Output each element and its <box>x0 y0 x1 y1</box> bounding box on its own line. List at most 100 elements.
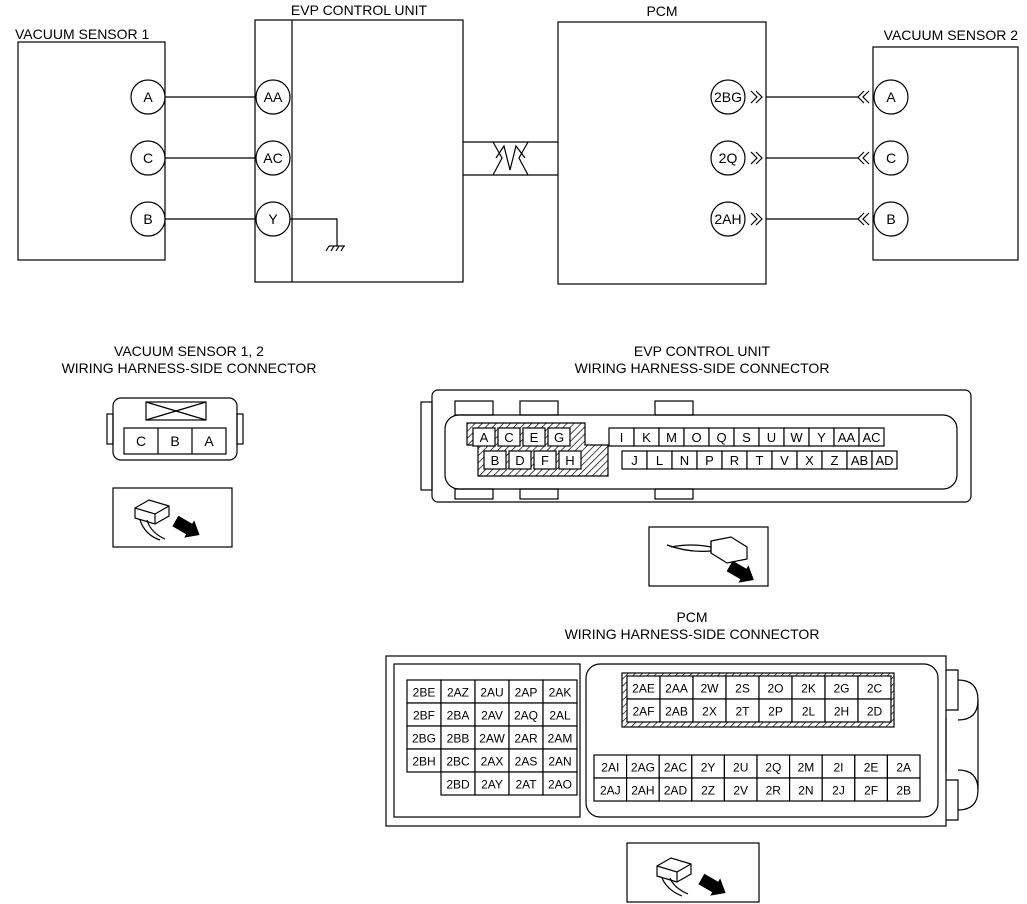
pin-label: 2D <box>867 705 883 719</box>
pin-label: AD <box>875 453 893 468</box>
evp-control-unit-title: EVP CONTROL UNIT <box>291 2 428 18</box>
pin-cell <box>858 427 885 447</box>
pin-label: 2AX <box>481 755 504 769</box>
pin-label: 2AC <box>664 761 688 775</box>
pin-label: 2BF <box>413 709 435 723</box>
pin-label: L <box>656 453 663 468</box>
pin-label: 2F <box>864 784 878 798</box>
vs-pin-c: C <box>136 433 146 449</box>
pin-label: 2N <box>798 784 813 798</box>
pin-label: 2AI <box>601 761 619 775</box>
pin-label: P <box>705 453 714 468</box>
vacuum-sensor-2-box <box>872 46 1019 261</box>
pin-label: AA <box>838 430 856 445</box>
pin-cell <box>497 427 521 447</box>
pin-label: 2AT <box>515 778 537 792</box>
pin-label: 2J <box>832 784 845 798</box>
pin-label: N <box>680 453 689 468</box>
pin-cell <box>522 427 546 447</box>
pin-label: O <box>691 430 701 445</box>
evp-connector-title-2: WIRING HARNESS-SIDE CONNECTOR <box>575 360 830 376</box>
vs1-terminal-c: C <box>143 150 153 166</box>
pin-label: 2B <box>896 784 911 798</box>
pin-label: 2AW <box>479 732 505 746</box>
pcm-terminal-2ah: 2AH <box>714 211 741 227</box>
pin-label: 2AM <box>548 732 573 746</box>
vs-connector-title-1: VACUUM SENSOR 1, 2 <box>114 343 264 359</box>
pin-label: 2Z <box>701 784 715 798</box>
pcm-vs2-wires <box>750 90 870 226</box>
pcm-box <box>557 21 767 285</box>
vs2-terminal-c: C <box>886 150 896 166</box>
pin-label: W <box>790 430 803 445</box>
pin-label: E <box>530 430 539 445</box>
pin-label: F <box>541 453 549 468</box>
pin-label: 2AJ <box>600 784 621 798</box>
pcm-connector-title-1: PCM <box>676 609 707 625</box>
pin-label: 2AB <box>665 705 688 719</box>
connector-plug-icon <box>648 526 769 587</box>
pin-label: 2BC <box>446 755 470 769</box>
pin-label: Z <box>831 453 839 468</box>
pin-label: 2Q <box>765 761 781 775</box>
pin-label: 2AU <box>480 686 503 700</box>
pin-label: 2AZ <box>447 686 469 700</box>
vs-connector-face: C B A <box>106 397 244 461</box>
pin-label: 2AQ <box>514 709 538 723</box>
pin-label: Y <box>817 430 826 445</box>
vacuum-sensor-2-title: VACUUM SENSOR 2 <box>884 27 1019 43</box>
pin-label: 2AG <box>631 761 655 775</box>
pin-cell <box>483 450 507 470</box>
pin-cell <box>886 777 921 802</box>
pin-label: R <box>730 453 739 468</box>
pin-label: T <box>756 453 764 468</box>
pin-label: AB <box>851 453 868 468</box>
pin-label: 2AF <box>632 705 654 719</box>
pin-label: 2AS <box>515 755 538 769</box>
evp-terminal-y: Y <box>268 211 278 227</box>
pin-label: 2AR <box>514 732 538 746</box>
pin-label: 2S <box>735 682 750 696</box>
pin-label: 2BE <box>413 686 436 700</box>
pin-label: 2U <box>733 761 748 775</box>
pin-label: 2AA <box>665 682 688 696</box>
pin-label: X <box>805 453 814 468</box>
vs1-terminal-a: A <box>143 89 153 105</box>
pin-label: 2Y <box>701 761 716 775</box>
vs-pin-b: B <box>170 433 179 449</box>
connector-plug-icon <box>626 842 760 903</box>
pin-label: 2X <box>702 705 717 719</box>
pin-label: 2H <box>834 705 849 719</box>
pin-label: B <box>491 453 500 468</box>
pin-label: G <box>554 430 564 445</box>
pin-label: 2I <box>833 761 843 775</box>
pin-cell <box>472 427 496 447</box>
pin-label: 2BA <box>447 709 470 723</box>
pin-label: H <box>565 453 574 468</box>
vacuum-sensor-1-box <box>17 41 166 261</box>
pin-label: 2R <box>766 784 782 798</box>
pin-label: 2W <box>701 682 720 696</box>
vs1-terminal-b: B <box>143 211 152 227</box>
pin-cell <box>533 450 557 470</box>
pin-label: 2AV <box>481 709 503 723</box>
pin-label: 2AK <box>549 686 572 700</box>
pin-label: 2BH <box>412 755 435 769</box>
pin-cell <box>542 771 578 796</box>
evp-terminal-aa: AA <box>264 89 283 105</box>
pin-label: 2AP <box>515 686 538 700</box>
pin-label: 2M <box>798 761 815 775</box>
pin-cell <box>871 450 898 470</box>
pin-label: M <box>666 430 677 445</box>
pin-label: 2AO <box>548 778 572 792</box>
vacuum-sensor-1-title: VACUUM SENSOR 1 <box>15 26 150 42</box>
vs-connector-title-2: WIRING HARNESS-SIDE CONNECTOR <box>62 360 317 376</box>
pcm-title: PCM <box>646 3 677 19</box>
pin-label: S <box>742 430 751 445</box>
pin-label: U <box>767 430 776 445</box>
pcm-connector-title-2: WIRING HARNESS-SIDE CONNECTOR <box>565 626 820 642</box>
pin-label: 2BG <box>412 732 436 746</box>
